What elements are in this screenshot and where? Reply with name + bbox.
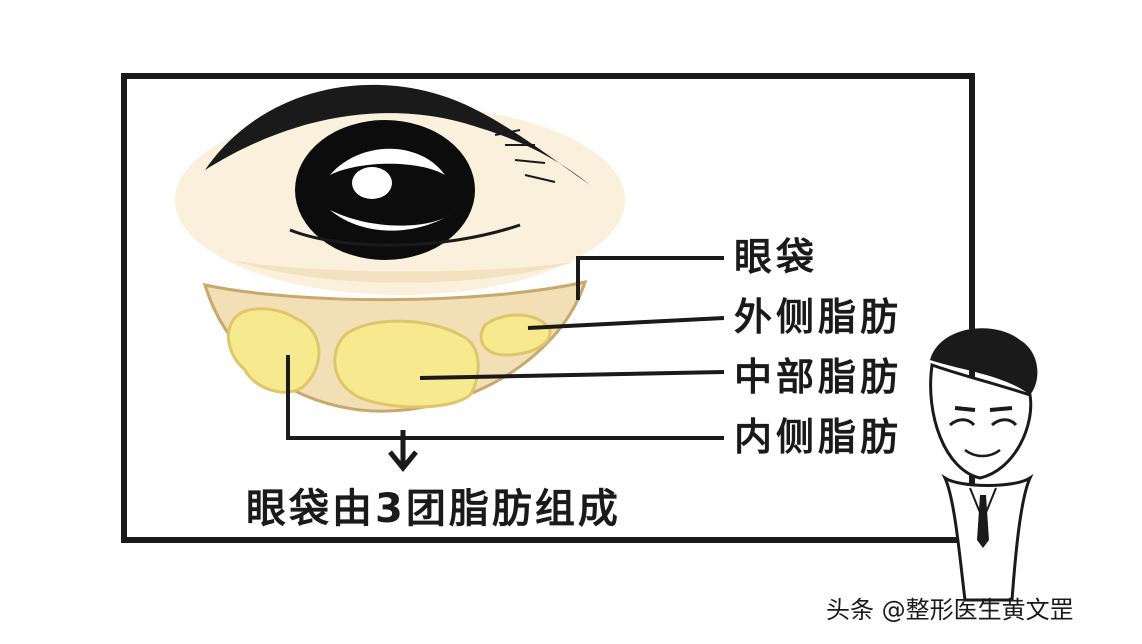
watermark: 头条 @整形医生黄文罡 <box>826 590 1074 625</box>
label-outer-fat: 外侧脂肪 <box>734 286 902 341</box>
label-middle-fat: 中部脂肪 <box>734 346 902 401</box>
eye-bag-leader <box>578 258 724 300</box>
doctor-avatar-icon <box>930 328 1037 600</box>
diagram-caption: 眼袋由3团脂肪组成 <box>246 476 621 534</box>
middle-fat-pad <box>335 321 478 407</box>
label-inner-fat: 内侧脂肪 <box>734 406 902 461</box>
label-eye-bag: 眼袋 <box>734 226 818 281</box>
down-arrow-icon <box>390 430 416 468</box>
